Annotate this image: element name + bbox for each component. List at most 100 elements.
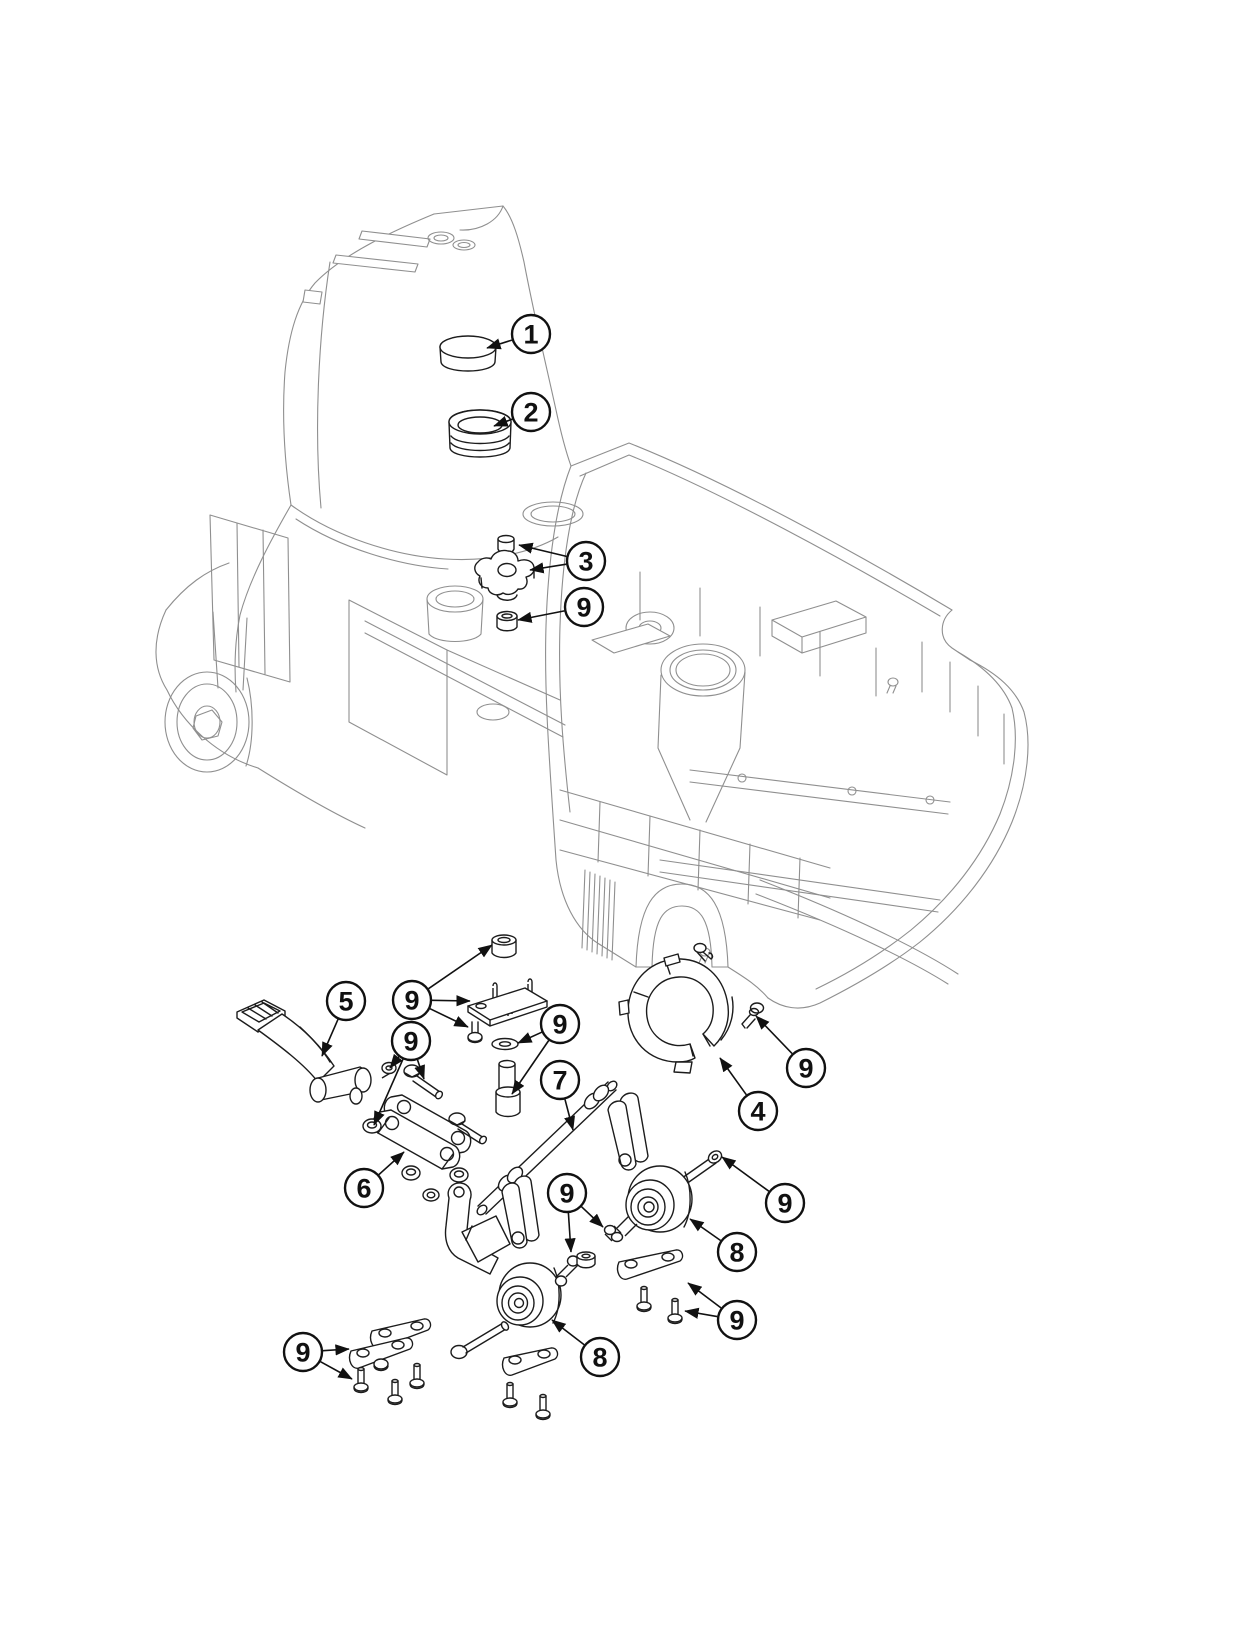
part-9-nut-mid	[401, 1165, 421, 1181]
part-9-bolt-a	[403, 1064, 444, 1100]
callout-number: 3	[578, 547, 593, 577]
callout-arrow	[721, 1156, 770, 1192]
callout-balloon	[390, 1020, 432, 1062]
callout-number: 5	[338, 987, 353, 1017]
part-7-axle-rod-assembly	[444, 1080, 649, 1275]
callout-arrow	[564, 1099, 575, 1131]
part-9-hex-nut-deck	[496, 610, 518, 632]
part-9-screw-c1	[502, 1381, 518, 1409]
callout-balloon	[716, 1231, 758, 1273]
callout-balloon	[546, 1172, 588, 1214]
machine-body-line-art	[155, 205, 1029, 1009]
callout-number: 9	[777, 1189, 792, 1219]
callout-balloon	[391, 979, 433, 1021]
callout-number: 9	[576, 593, 591, 623]
callout-arrow	[684, 1307, 718, 1319]
callout-6-11: 6	[343, 1167, 385, 1209]
callout-9-3: 9	[563, 586, 605, 628]
callout-arrow	[517, 1031, 543, 1044]
callout-balloon	[785, 1047, 827, 1089]
part-9-screw-clamp-top	[693, 942, 714, 962]
callout-balloon	[510, 391, 552, 433]
callout-number: 8	[729, 1238, 744, 1268]
part-9-spacer-pin	[554, 1255, 580, 1287]
callout-arrow	[320, 1360, 353, 1380]
callout-5-4: 5	[325, 980, 367, 1022]
callout-arrow	[389, 1053, 403, 1069]
callout-arrow	[373, 1058, 404, 1126]
part-9-washer-small	[422, 1188, 440, 1202]
part-9-washer	[491, 1037, 519, 1051]
part-9-screw-r1	[636, 1285, 652, 1313]
callout-9-12: 9	[546, 1172, 588, 1214]
part-9-bolt-b	[448, 1112, 488, 1145]
callout-9-17: 9	[282, 1331, 324, 1373]
callout-arrow	[755, 1015, 793, 1055]
exploded-parts	[236, 335, 765, 1421]
callout-9-9: 9	[785, 1047, 827, 1089]
callout-number: 6	[356, 1174, 371, 1204]
dome-nut	[373, 1358, 389, 1372]
callout-arrow	[689, 1218, 722, 1242]
callout-arrow	[322, 1344, 350, 1356]
callout-number: 9	[404, 986, 419, 1016]
part-9-screw-r2	[667, 1297, 683, 1325]
callout-2-1: 2	[510, 391, 552, 433]
callout-balloon	[579, 1336, 621, 1378]
deck-interior	[426, 501, 951, 964]
callout-balloon	[282, 1331, 324, 1373]
callout-arrow	[529, 562, 567, 574]
callout-9-15: 9	[716, 1299, 758, 1341]
left-side-panels	[209, 514, 566, 776]
mounting-plate-center	[501, 1347, 559, 1421]
part-4-clamp-bracket	[618, 953, 734, 1074]
mounting-plates-left	[348, 1318, 432, 1406]
part-9-hex-nut-lower	[576, 1251, 596, 1269]
callout-1: 1	[510, 313, 552, 355]
callout-number: 9	[295, 1338, 310, 1368]
part-9-screw-l1	[353, 1366, 369, 1394]
callout-8-16: 8	[579, 1336, 621, 1378]
callout-arrow	[321, 1018, 339, 1057]
part-3-cap	[497, 534, 515, 555]
callout-arrow	[511, 1040, 550, 1095]
part-9-stud-plate	[467, 978, 548, 1027]
fin-ribs	[581, 869, 616, 961]
part-9-hex-nut-upper	[491, 934, 517, 959]
clevis-bracket	[444, 1182, 511, 1275]
axle-hanger-strap-rear	[607, 1092, 649, 1171]
callout-number: 9	[798, 1054, 813, 1084]
callout-8-14: 8	[716, 1231, 758, 1273]
callout-balloon	[764, 1182, 806, 1224]
part-2-seal-ring	[448, 409, 512, 458]
callout-number: 1	[523, 320, 538, 350]
axle-hanger-strap-front	[501, 1175, 540, 1249]
callout-arrow	[486, 338, 513, 350]
callout-number: 9	[403, 1027, 418, 1057]
callout-arrow	[518, 542, 567, 558]
callout-balloon	[343, 1167, 385, 1209]
callout-arrow	[551, 1319, 585, 1346]
callout-arrow	[428, 944, 493, 990]
part-9-screw-l3	[409, 1362, 425, 1390]
front-caster-wheel	[155, 562, 366, 829]
callout-arrow	[493, 415, 513, 427]
callout-9-6: 9	[539, 1003, 581, 1045]
callout-number: 7	[552, 1066, 567, 1096]
part-3-star-knob	[474, 549, 535, 601]
callout-number: 9	[559, 1179, 574, 1209]
callout-7-8: 7	[539, 1059, 581, 1101]
callout-balloon	[325, 980, 367, 1022]
deck-rim	[545, 442, 971, 861]
part-5-brake-pedal	[236, 999, 397, 1105]
callout-balloon	[563, 586, 605, 628]
part-9-screw-upper	[467, 1021, 483, 1044]
callout-balloon	[539, 1059, 581, 1101]
base-frame	[555, 641, 1029, 1009]
mounting-plate-right	[616, 1249, 684, 1325]
wheel-arch	[598, 883, 729, 968]
callout-number: 8	[592, 1343, 607, 1373]
